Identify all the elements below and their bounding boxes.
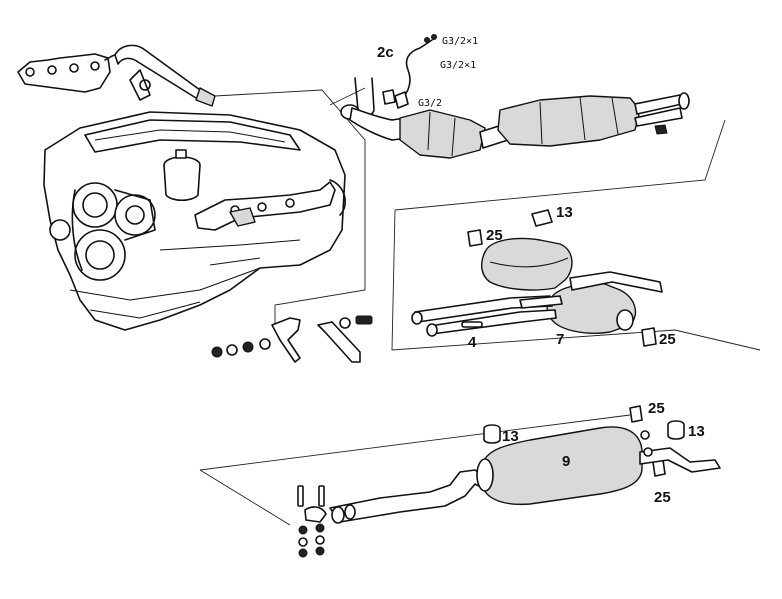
label-g3-2: G3/2: [418, 98, 442, 109]
engine-assembly: [17, 44, 346, 331]
catalytic-converter-assembly: [340, 34, 690, 159]
label-13-mid: 13: [502, 428, 519, 445]
front-silencer-assembly: [411, 237, 663, 337]
label-25-d: 25: [654, 489, 671, 506]
label-g3-2x1-b: G3/2×1: [440, 60, 476, 71]
label-9: 9: [562, 453, 570, 470]
part-labels: 2c G3/2×1 G3/2×1 G3/2 13 25 4 7 25 25 13…: [377, 36, 705, 506]
mount-hardware: [211, 315, 373, 363]
label-25-c: 25: [648, 400, 665, 417]
label-2c: 2c: [377, 44, 394, 61]
label-7: 7: [556, 331, 564, 348]
rear-muffler-assembly: [297, 426, 721, 558]
rubber-mounts: [467, 209, 685, 477]
label-25-a: 25: [486, 227, 503, 244]
label-25-b: 25: [659, 331, 676, 348]
label-4: 4: [468, 334, 477, 351]
guide-lines: [199, 87, 761, 526]
label-13-top: 13: [556, 204, 573, 221]
label-g3-2x1-a: G3/2×1: [442, 36, 478, 47]
label-13-right: 13: [688, 423, 705, 440]
